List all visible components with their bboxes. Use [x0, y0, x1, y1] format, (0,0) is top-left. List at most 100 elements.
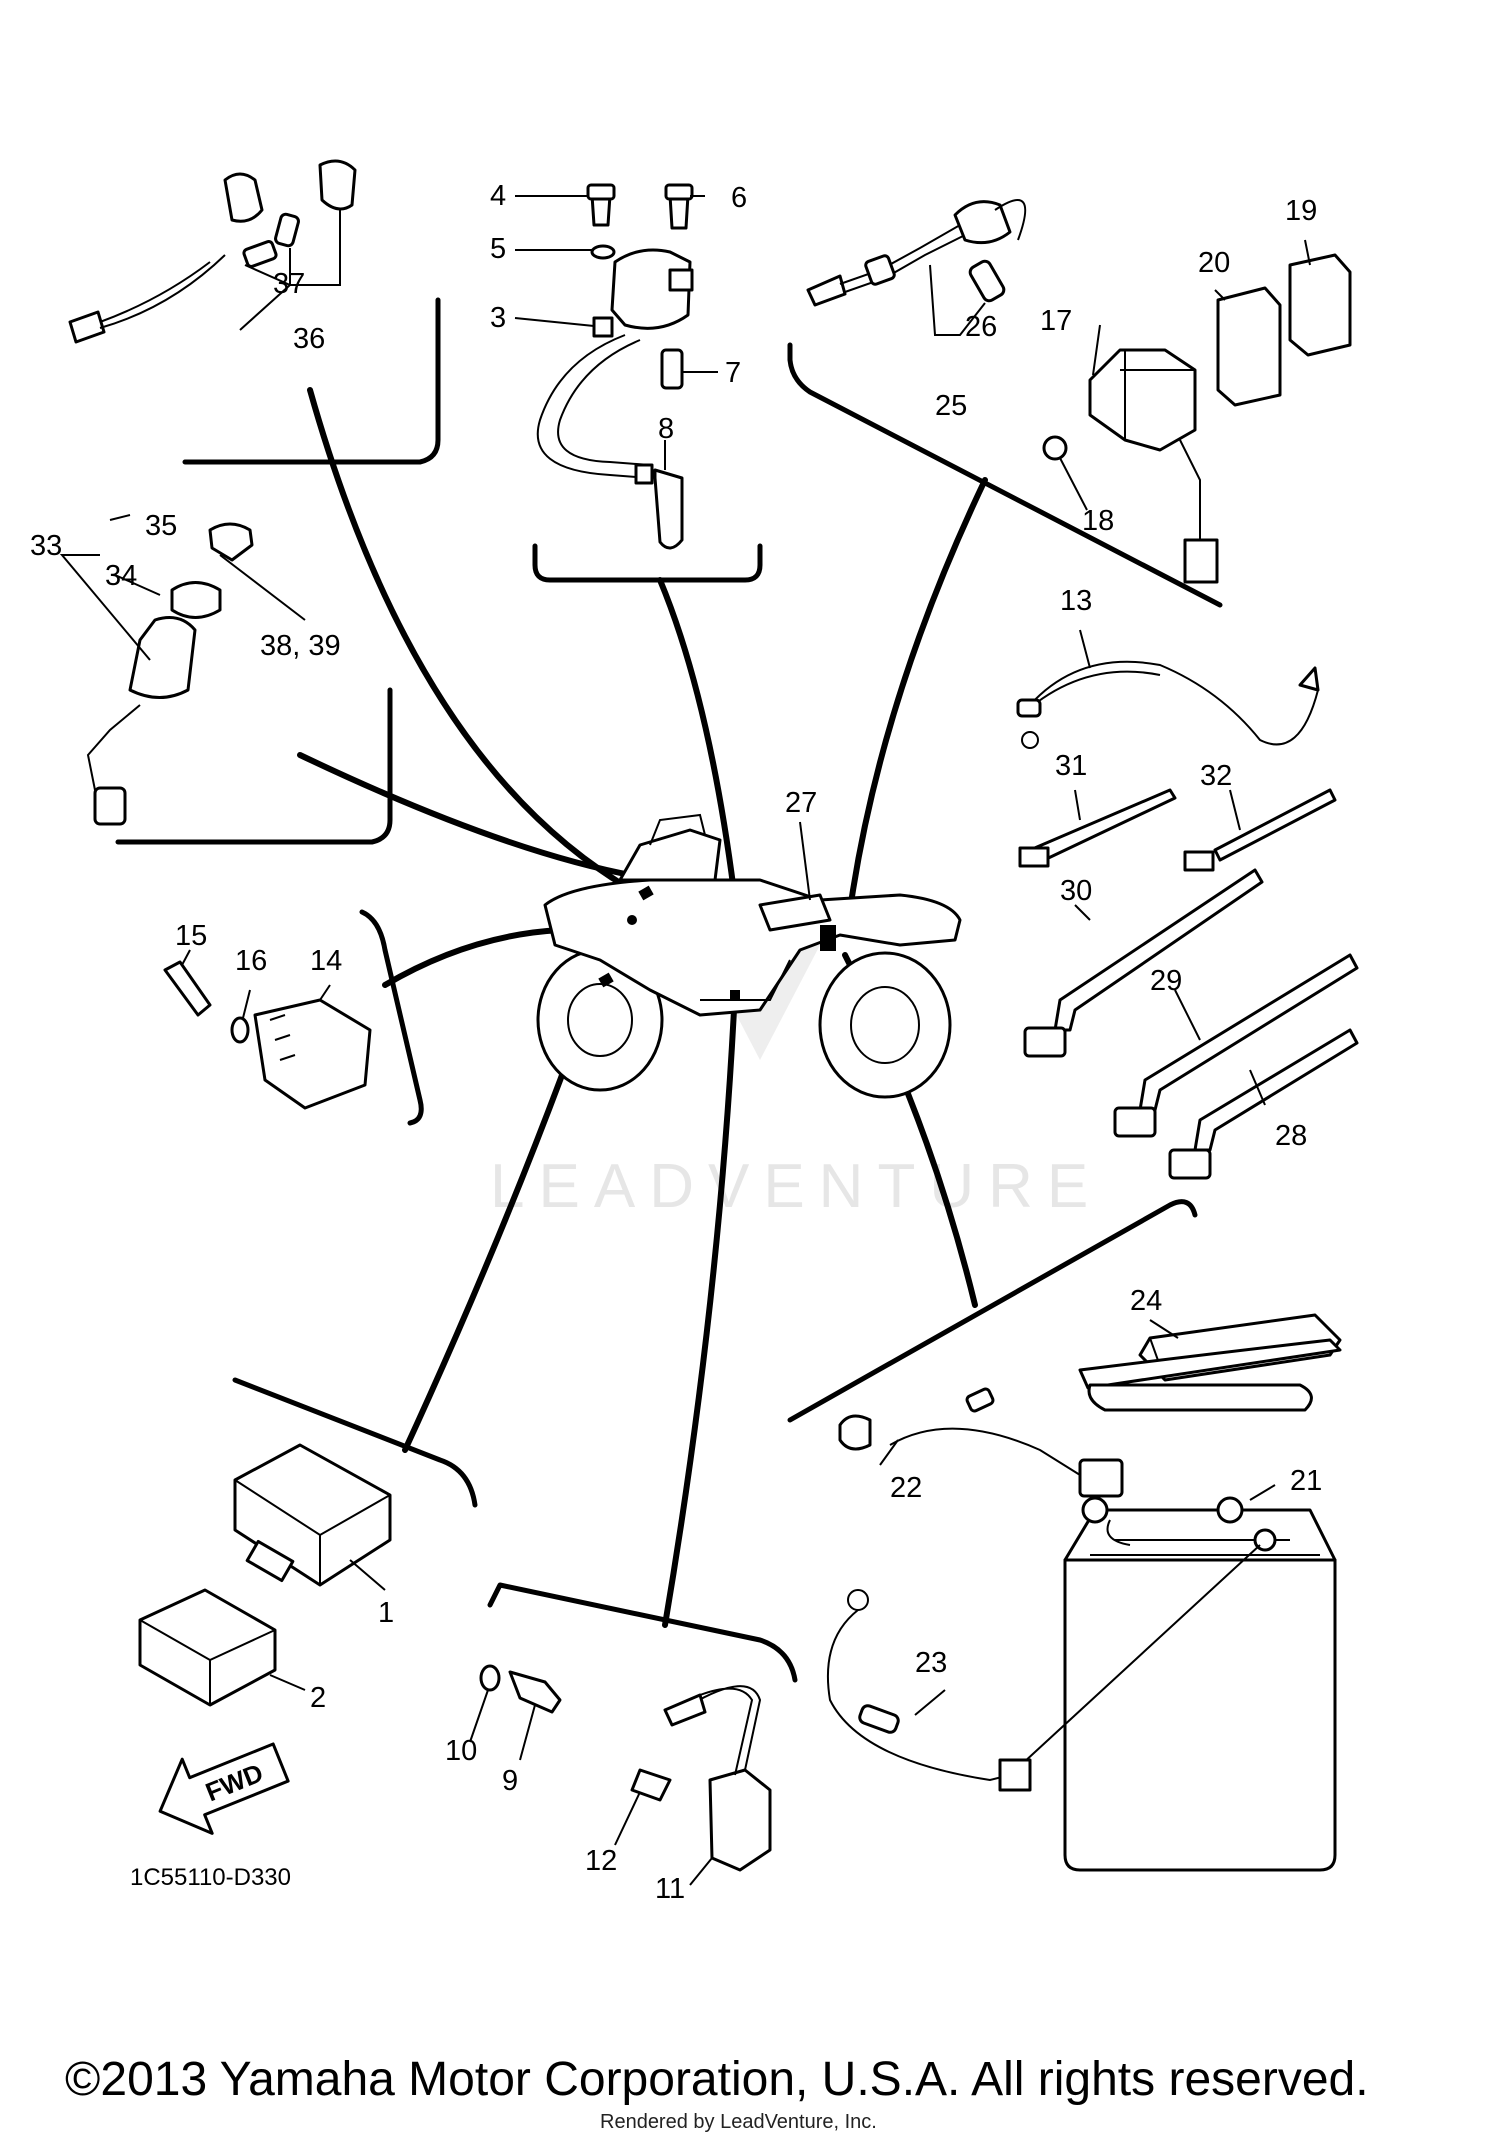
label-27: 27: [785, 787, 817, 819]
atv-body: [543, 878, 962, 1017]
label-13: 13: [1060, 585, 1092, 617]
neutral-switch-9: [508, 1670, 562, 1714]
fuse-holder-tip: [806, 274, 847, 307]
copyright-notice: ©2013 Yamaha Motor Corporation, U.S.A. A…: [65, 2053, 1369, 2106]
callout-line-ignition: [657, 577, 738, 903]
rear-wheel-left: [818, 951, 952, 1099]
bracket-cdi: [232, 1377, 478, 1508]
label-5: 5: [490, 233, 506, 265]
relay-19: [1288, 253, 1352, 357]
ignition-coil-group: [536, 183, 694, 550]
harness-connector-group: [68, 159, 357, 344]
battery-group: [826, 1313, 1342, 1872]
harness-cap-2: [318, 159, 357, 211]
label-14: 14: [310, 945, 342, 977]
atv-front-rack: [618, 828, 722, 882]
callout-line-top-left: [307, 387, 653, 903]
label-31: 31: [1055, 750, 1087, 782]
label-33: 33: [30, 530, 62, 562]
callout-line-relay: [847, 477, 988, 913]
label-26: 26: [965, 311, 997, 343]
main-switch-knob-35: [208, 522, 254, 562]
cable-13-end: [1016, 698, 1042, 718]
battery-21: [1063, 1558, 1337, 1872]
fuse-26: [968, 259, 1006, 303]
main-switch-connector: [93, 786, 127, 826]
band-28: [1193, 1028, 1359, 1152]
relay-fuse-group: [806, 199, 1352, 584]
label-25: 25: [935, 390, 967, 422]
cable-tie-31: [1028, 788, 1177, 864]
main-switch-group: [59, 514, 306, 826]
rendered-by-note: Rendered by LeadVenture, Inc.: [600, 2111, 877, 2133]
cdi-cover-2: [138, 1588, 277, 1707]
label-30: 30: [1060, 875, 1092, 907]
label-28: 28: [1275, 1120, 1307, 1152]
fuse-holder-25: [953, 200, 1012, 245]
label-36: 36: [293, 323, 325, 355]
label-6: 6: [731, 182, 747, 214]
label-16: 16: [235, 945, 267, 977]
collar-7: [660, 348, 684, 390]
label-19: 19: [1285, 195, 1317, 227]
label-12: 12: [585, 1845, 617, 1877]
label-4: 4: [490, 180, 506, 212]
cables-straps-group: [1016, 629, 1359, 1180]
bracket-top-left: [182, 297, 441, 465]
spark-plug-cap-8: [653, 468, 684, 550]
label-32: 32: [1200, 760, 1232, 792]
label-21: 21: [1290, 1465, 1322, 1497]
bracket-mainswitch: [115, 687, 393, 845]
bracket-ignition: [532, 543, 763, 583]
label-15: 15: [175, 920, 207, 952]
bolt-12: [630, 1768, 672, 1802]
atv-illustration: [536, 813, 962, 1099]
cable-22-end: [838, 1414, 872, 1451]
neutral-switch-group: [469, 1664, 772, 1886]
bracket-relay: [787, 342, 1223, 608]
label-20: 20: [1198, 247, 1230, 279]
callout-line-mainswitch: [297, 752, 663, 883]
label-29: 29: [1150, 965, 1182, 997]
nut-34: [170, 581, 222, 619]
label-17: 17: [1040, 305, 1072, 337]
coil-bracket-3: [592, 316, 614, 338]
bracket-rectifier: [359, 909, 424, 1126]
main-switch-body-33: [128, 616, 197, 699]
bolt-15: [163, 960, 212, 1017]
rectifier-regulator-14: [253, 998, 372, 1110]
starter-relay-17: [1088, 348, 1197, 452]
label-3: 3: [490, 302, 506, 334]
label-24: 24: [1130, 1285, 1162, 1317]
atv-battery-box: [820, 925, 836, 951]
rectifier-group: [163, 949, 372, 1110]
cable-23-end: [847, 1589, 869, 1611]
label-11: 11: [655, 1873, 685, 1905]
label-35: 35: [145, 510, 177, 542]
label-23: 23: [915, 1647, 947, 1679]
label-1: 1: [378, 1597, 394, 1629]
fwd-arrow: FWD: [158, 1742, 290, 1835]
harness-plug: [68, 310, 106, 344]
harness-cap-1: [223, 172, 264, 223]
washer-5: [590, 244, 616, 260]
label-22: 22: [890, 1472, 922, 1504]
label-7: 7: [725, 357, 741, 389]
bolt-18: [1042, 435, 1068, 461]
harness-pin: [274, 212, 300, 248]
diagram-code: 1C55110-D330: [130, 1864, 291, 1891]
bracket-neutral: [487, 1582, 798, 1683]
relay-connector: [1183, 538, 1219, 584]
gasket-10: [479, 1664, 501, 1692]
relay-20: [1216, 286, 1282, 407]
band-30: [1053, 868, 1264, 1032]
cable-22-connector: [1078, 1458, 1124, 1498]
callout-line-rectifier: [382, 927, 563, 988]
label-10: 10: [445, 1735, 477, 1767]
atv-seat: [758, 893, 832, 932]
bracket-battery: [787, 1199, 1198, 1423]
label-9: 9: [502, 1765, 518, 1797]
label-38-39: 38, 39: [260, 630, 341, 662]
cable-tie-32: [1213, 788, 1337, 862]
